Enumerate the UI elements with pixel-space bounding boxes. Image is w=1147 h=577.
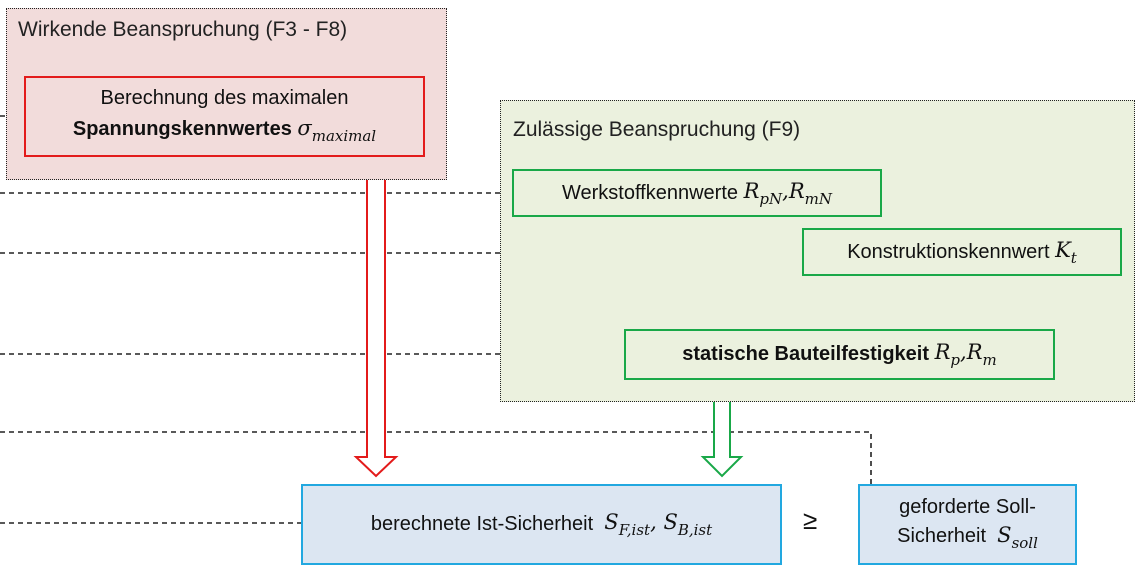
allowable-panel-title: Zulässige Beanspruchung (F9) xyxy=(513,118,801,141)
greater-equal-symbol: ≥ xyxy=(803,505,818,535)
required-safety-symbol: Ssoll xyxy=(997,522,1038,552)
actual-safety-label: berechnete Ist-Sicherheit xyxy=(370,513,594,535)
max-stress-line2: Spannungskennwertes σmaximal xyxy=(73,113,376,151)
material-values-label: Werkstoffkennwerte xyxy=(562,181,739,204)
max-stress-box: Berechnung des maximalen Spannungskennwe… xyxy=(24,76,425,157)
required-safety-line1: geforderte Soll- xyxy=(899,495,1036,518)
stress-panel-title: Wirkende Beanspruchung (F3 - F8) xyxy=(18,18,348,41)
dashed-connector-required xyxy=(0,431,872,484)
required-safety-line2: Sicherheit Ssoll xyxy=(897,521,1038,557)
required-safety-box: geforderte Soll- Sicherheit Ssoll xyxy=(858,484,1077,565)
design-value-label: Konstruktionskennwert xyxy=(847,240,1050,263)
actual-safety-symbols: SF,ist, SB,ist xyxy=(604,510,713,539)
required-safety-label: Sicherheit xyxy=(897,524,987,547)
max-stress-line1: Berechnung des maximalen xyxy=(100,86,349,109)
design-value-symbol: Kt xyxy=(1055,237,1077,267)
static-strength-symbols: Rp,Rm xyxy=(934,340,997,369)
material-values-box: Werkstoffkennwerte RpN,RmN xyxy=(512,169,882,217)
design-value-box: Konstruktionskennwert Kt xyxy=(802,228,1122,276)
static-strength-label: statische Bauteilfestigkeit xyxy=(682,343,930,365)
material-values-symbols: RpN,RmN xyxy=(743,178,832,208)
static-strength-box: statische Bauteilfestigkeit Rp,Rm xyxy=(624,329,1055,380)
red-hollow-arrow xyxy=(353,167,399,478)
actual-safety-box: berechnete Ist-Sicherheit SF,ist, SB,ist xyxy=(301,484,782,565)
sigma-maximal-symbol: σmaximal xyxy=(297,115,377,145)
max-stress-bold-label: Spannungskennwertes xyxy=(72,117,292,140)
